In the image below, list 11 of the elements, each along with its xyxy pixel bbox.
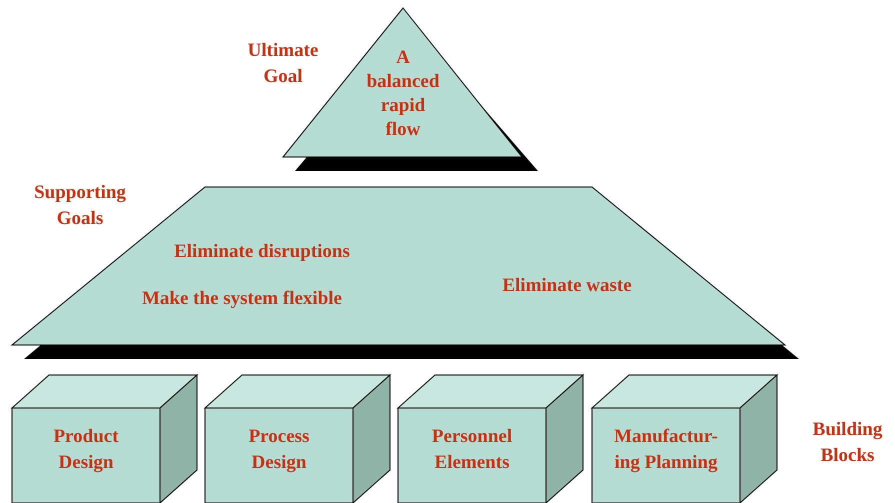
side-label: Ultimate Goal	[246, 39, 320, 89]
node-text: Product Design	[52, 425, 120, 475]
side-label: Building Blocks	[812, 418, 884, 468]
node-text: Personnel Elements	[430, 425, 514, 475]
node-text: A balanced rapid flow	[366, 46, 440, 142]
node-text: Eliminate waste	[501, 274, 633, 298]
side-label: Supporting Goals	[33, 181, 127, 231]
node-text: Manufactur- ing Planning	[613, 425, 719, 475]
node-text: Eliminate disruptions	[173, 240, 351, 264]
node-text: Make the system flexible	[141, 287, 343, 311]
node-text: Process Design	[248, 425, 310, 475]
